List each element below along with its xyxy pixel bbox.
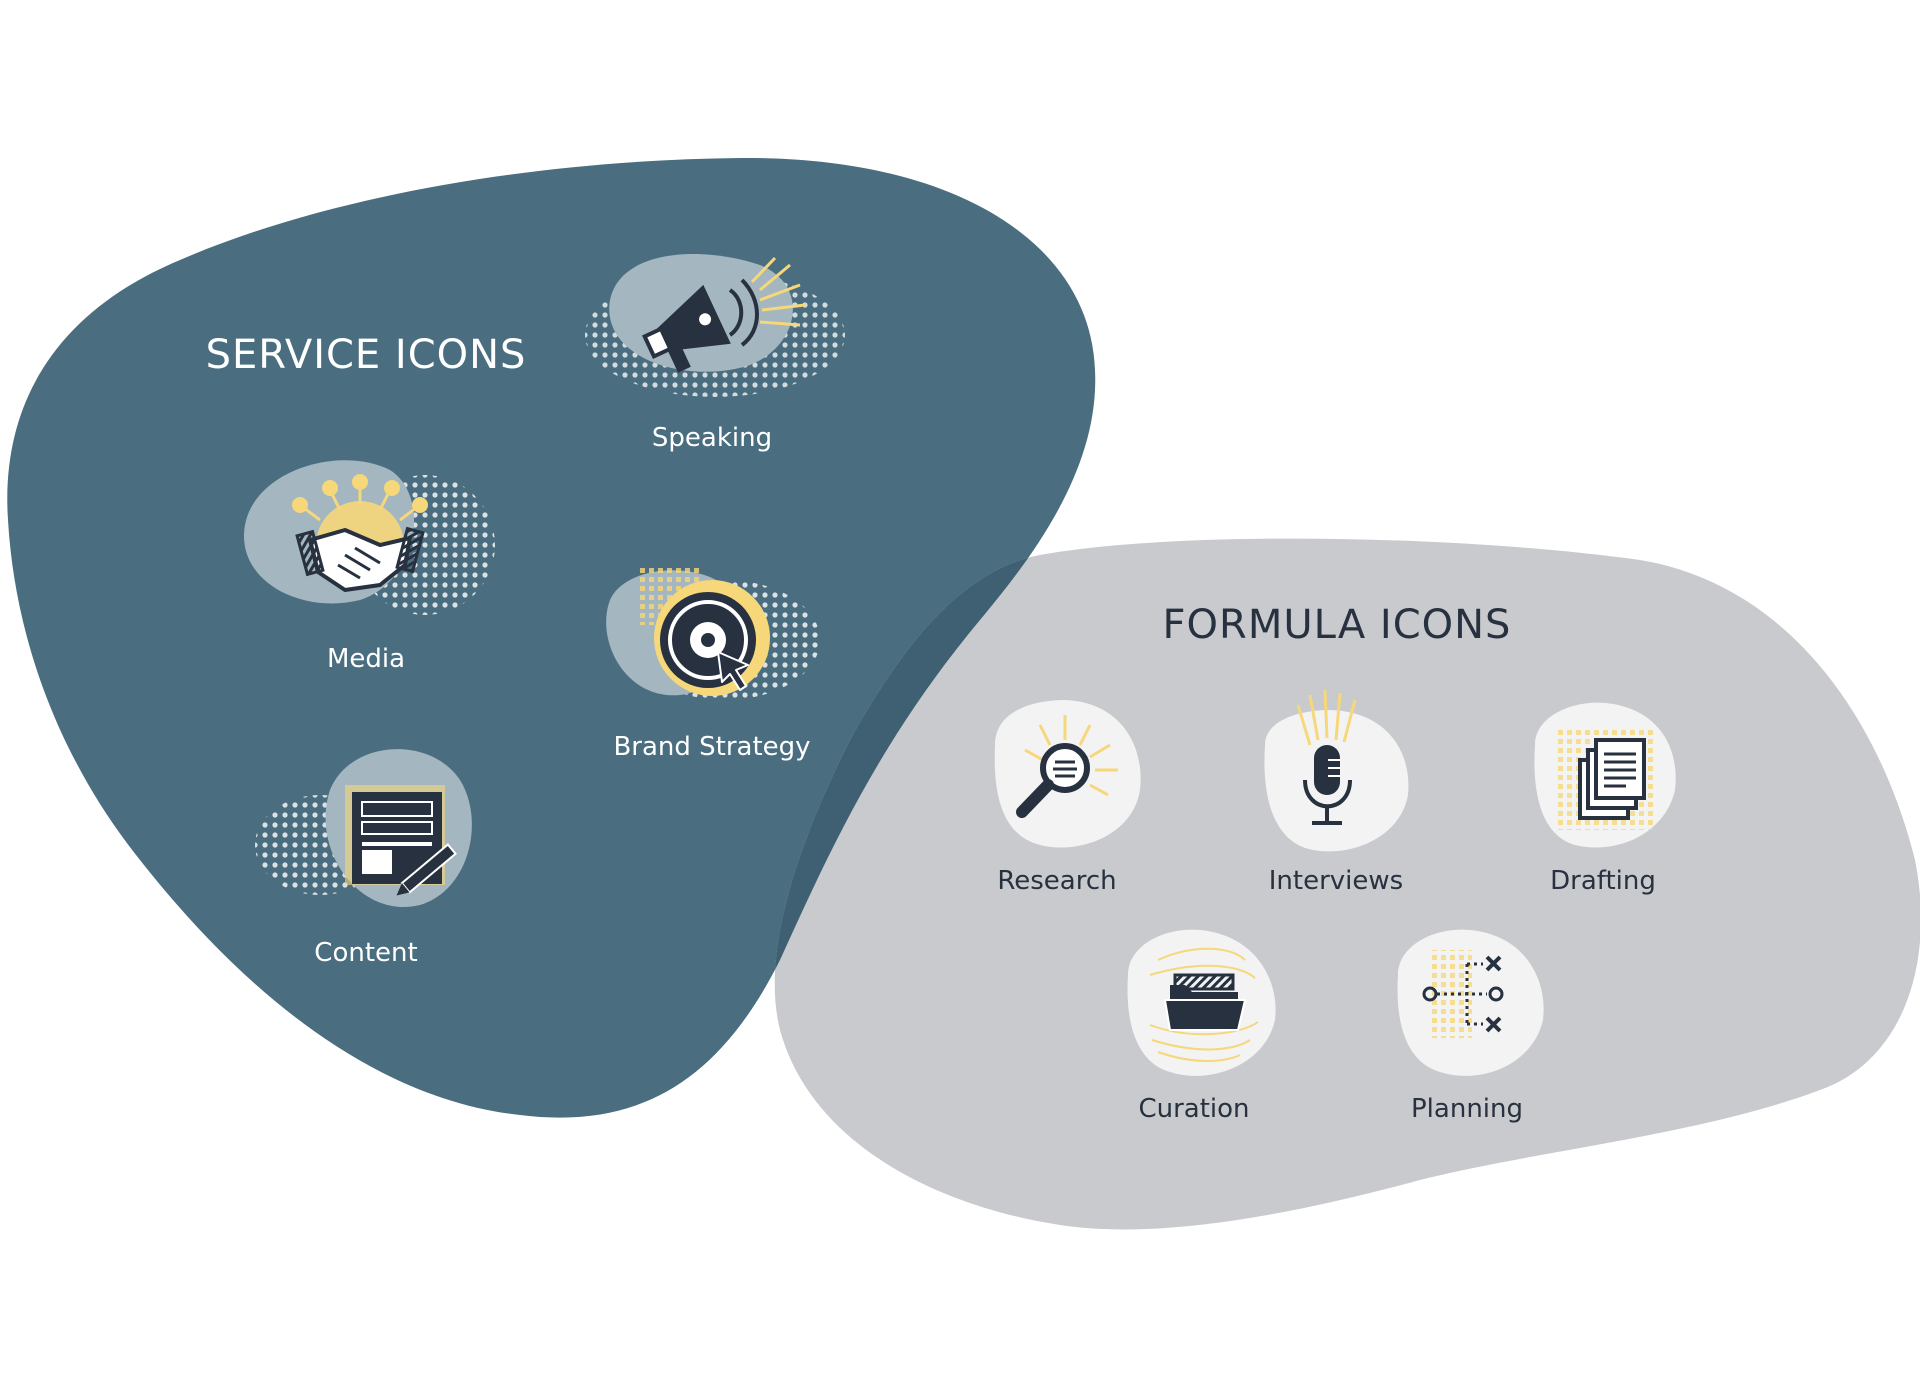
- service-title: SERVICE ICONS: [206, 332, 527, 378]
- curation-label: Curation: [1138, 1094, 1249, 1124]
- play-diagram-icon: [1397, 929, 1544, 1076]
- media-label: Media: [327, 644, 405, 674]
- formula-item-interviews: Interviews: [1264, 689, 1409, 896]
- drafting-label: Drafting: [1550, 866, 1656, 896]
- handshake-icon: [243, 460, 495, 615]
- planning-label: Planning: [1411, 1094, 1523, 1124]
- brand-strategy-label: Brand Strategy: [613, 732, 810, 762]
- service-item-media: Media: [243, 460, 495, 674]
- interviews-label: Interviews: [1269, 866, 1403, 896]
- content-label: Content: [314, 938, 417, 968]
- speaking-label: Speaking: [652, 423, 772, 453]
- service-item-brand-strategy: Brand Strategy: [606, 565, 820, 762]
- service-item-content: Content: [255, 749, 472, 968]
- microphone-icon: [1264, 689, 1409, 852]
- pages-icon: [1534, 702, 1676, 848]
- document-pen-icon: [255, 749, 472, 908]
- formula-item-drafting: Drafting: [1534, 702, 1676, 896]
- research-label: Research: [997, 866, 1116, 896]
- formula-item-planning: Planning: [1397, 929, 1544, 1124]
- megaphone-icon: [585, 254, 845, 397]
- target-icon: [606, 565, 820, 700]
- formula-title: FORMULA ICONS: [1163, 602, 1512, 648]
- folder-icon: [1127, 929, 1276, 1076]
- formula-item-research: Research: [994, 700, 1141, 896]
- service-item-speaking: Speaking: [585, 254, 845, 453]
- formula-item-curation: Curation: [1127, 929, 1276, 1124]
- magnifier-icon: [994, 700, 1141, 848]
